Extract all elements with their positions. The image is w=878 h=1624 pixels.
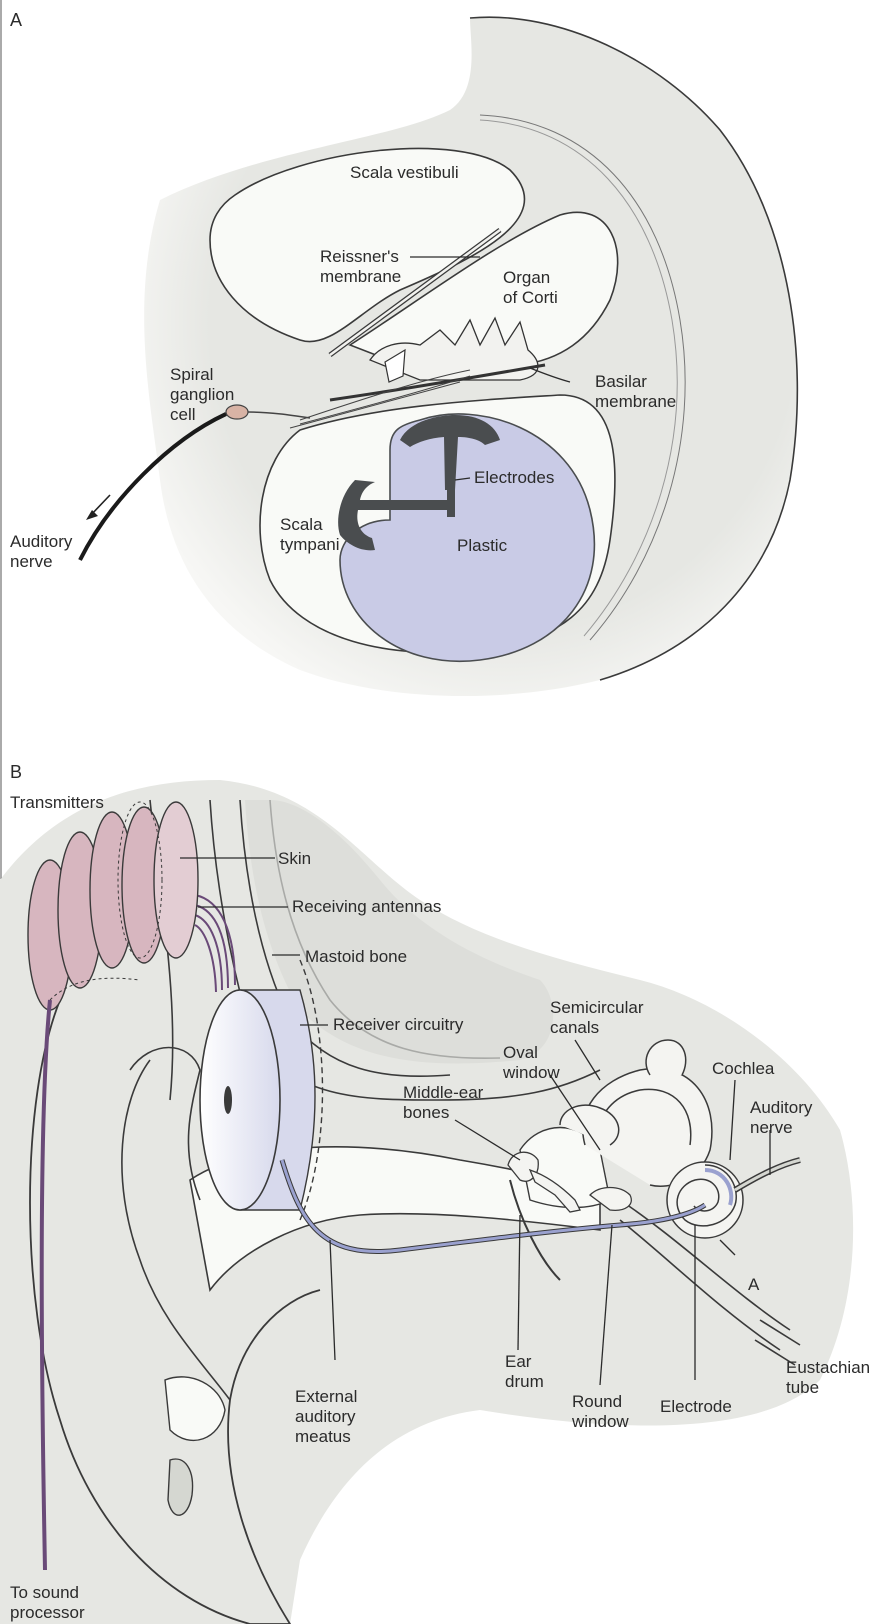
label-scala-tympani-1: Scala: [280, 515, 323, 534]
label-semicircular-2: canals: [550, 1018, 599, 1037]
label-round-2: window: [571, 1412, 629, 1431]
label-basilar-1: Basilar: [595, 372, 647, 391]
label-transmitters: Transmitters: [10, 793, 104, 812]
label-sound-2: processor: [10, 1603, 85, 1622]
label-basilar-2: membrane: [595, 392, 676, 411]
label-auditory-nerve-a-1: Auditory: [10, 532, 73, 551]
panel-a: A: [10, 10, 797, 696]
panel-b: B: [0, 762, 870, 1624]
label-scala-tympani-2: tympani: [280, 535, 340, 554]
label-eustachian-1: Eustachian: [786, 1358, 870, 1377]
label-auditory-nerve-b-2: nerve: [750, 1118, 793, 1137]
label-auditory-nerve-a-2: nerve: [10, 552, 53, 571]
label-external-1: External: [295, 1387, 357, 1406]
label-semicircular-1: Semicircular: [550, 998, 644, 1017]
label-reissner-1: Reissner's: [320, 247, 399, 266]
label-auditory-nerve-b-1: Auditory: [750, 1098, 813, 1117]
label-spiral-2: ganglion: [170, 385, 234, 404]
label-cochlea: Cochlea: [712, 1059, 775, 1078]
spiral-ganglion-cell: [226, 405, 248, 419]
label-plastic: Plastic: [457, 536, 508, 555]
label-external-2: auditory: [295, 1407, 356, 1426]
label-organ-1: Organ: [503, 268, 550, 287]
label-external-3: meatus: [295, 1427, 351, 1446]
label-middle-ear-2: bones: [403, 1103, 449, 1122]
label-spiral-1: Spiral: [170, 365, 213, 384]
label-electrode: Electrode: [660, 1397, 732, 1416]
label-eustachian-2: tube: [786, 1378, 819, 1397]
label-ear-drum-1: Ear: [505, 1352, 532, 1371]
cochlea-spiral: [667, 1162, 743, 1238]
label-receiver-circuitry: Receiver circuitry: [333, 1015, 464, 1034]
panel-a-letter: A: [10, 10, 22, 30]
label-oval-2: window: [502, 1063, 560, 1082]
label-sound-1: To sound: [10, 1583, 79, 1602]
label-ear-drum-2: drum: [505, 1372, 544, 1391]
label-spiral-3: cell: [170, 405, 196, 424]
label-reissner-2: membrane: [320, 267, 401, 286]
label-skin: Skin: [278, 849, 311, 868]
label-receiving-antennas: Receiving antennas: [292, 897, 441, 916]
label-mastoid-bone: Mastoid bone: [305, 947, 407, 966]
label-organ-2: of Corti: [503, 288, 558, 307]
label-electrodes: Electrodes: [474, 468, 554, 487]
label-round-1: Round: [572, 1392, 622, 1411]
label-a-marker: A: [748, 1275, 760, 1294]
panel-b-letter: B: [10, 762, 22, 782]
label-scala-vestibuli: Scala vestibuli: [350, 163, 459, 182]
label-oval-1: Oval: [503, 1043, 538, 1062]
label-middle-ear-1: Middle-ear: [403, 1083, 484, 1102]
